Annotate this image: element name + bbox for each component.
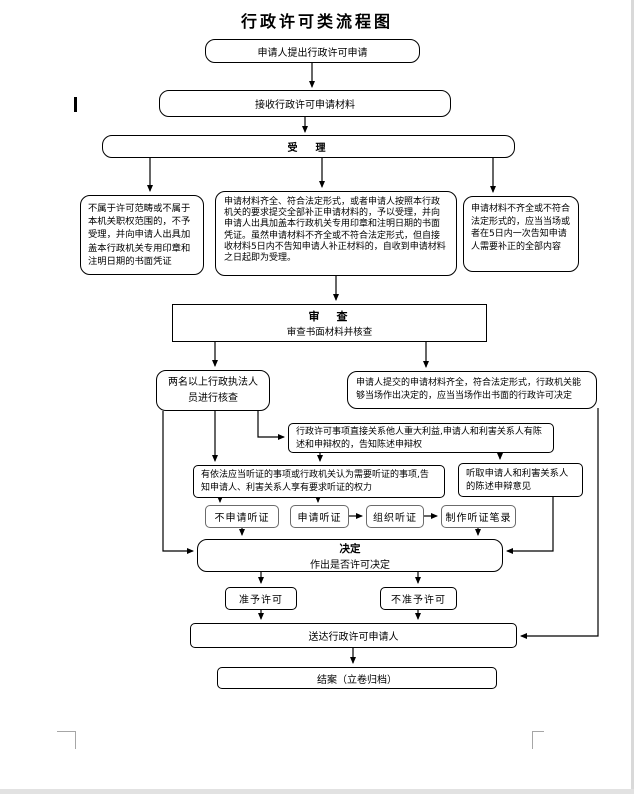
node-accepted: 申请材料齐全、符合法定形式，或者申请人按照本行政机关的要求提交全部补正申请材料的…	[215, 191, 457, 276]
node-decision-subtitle: 作出是否许可决定	[310, 559, 390, 571]
node-deny: 不准予许可	[380, 587, 457, 610]
node-inspectors: 两名以上行政执法人员进行核查	[156, 370, 270, 411]
node-organize-hearing: 组织听证	[366, 505, 424, 528]
node-inform-rights: 行政许可事项直接关系他人重大利益,申请人和利害关系人有陈述和申辩权的，告知陈述申…	[288, 423, 554, 453]
page-edge-bottom	[0, 789, 634, 794]
node-grant: 准予许可	[225, 587, 297, 610]
node-accept: 受 理	[102, 135, 515, 158]
text-cursor	[74, 97, 77, 112]
node-hearing-record: 制作听证笔录	[441, 505, 516, 528]
node-onspot: 申请人提交的申请材料齐全，符合法定形式，行政机关能够当场作出决定的，应当当场作出…	[347, 371, 597, 409]
node-supplement: 申请材料不齐全或不符合法定形式的，应当当场或者在5日内一次告知申请人需要补正的全…	[463, 196, 579, 272]
node-examine: 审 查 审查书面材料并核查	[172, 304, 487, 342]
node-examine-title: 审 查	[308, 310, 351, 323]
node-receive: 接收行政许可申请材料	[159, 90, 451, 117]
connector-inspectors-inform	[257, 411, 285, 440]
node-listen: 听取申请人和利害关系人的陈述申辩意见	[458, 463, 583, 497]
page-title: 行政许可类流程图	[240, 14, 393, 31]
node-close: 结案（立卷归档）	[217, 667, 497, 689]
node-no-hearing: 不申请听证	[205, 505, 279, 528]
node-reject: 不属于许可范畴或不属于本机关职权范围的，不予受理，并向申请人出具加盖本行政机关专…	[80, 195, 204, 275]
node-decision-title: 决定	[339, 542, 361, 555]
node-deliver: 送达行政许可申请人	[190, 623, 517, 648]
margin-crop-mark-right	[532, 731, 544, 749]
page-edge-right	[631, 0, 634, 794]
node-decision: 决定 作出是否许可决定	[197, 539, 503, 572]
node-hearing-rights: 有依法应当听证的事项或行政机关认为需要听证的事项,告知申请人、利害关系人享有要求…	[193, 465, 445, 498]
node-apply: 申请人提出行政许可申请	[205, 39, 420, 63]
node-request-hearing: 申请听证	[290, 505, 349, 528]
connector-inspectors-decision	[162, 411, 194, 554]
node-examine-subtitle: 审查书面材料并核查	[286, 327, 373, 338]
margin-crop-mark-left	[57, 731, 76, 749]
